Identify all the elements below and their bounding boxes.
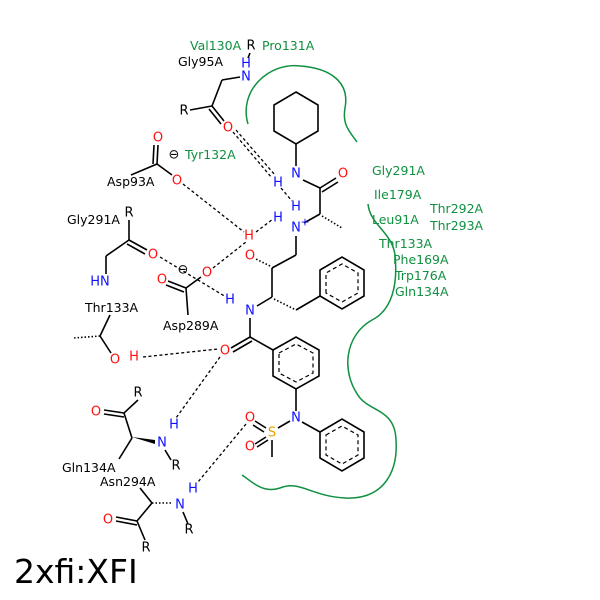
n-atom: N (175, 498, 185, 513)
o-atom: O (172, 174, 182, 189)
hydrophobic-contour-right (241, 203, 397, 499)
r-group: R (124, 206, 133, 221)
carbonyl-o-atom: O (220, 344, 230, 359)
residue-label-asp93a: Asp93A (107, 174, 155, 189)
structure-title: 2xfi:XFI (14, 552, 138, 591)
hbond-gly95a (232, 131, 273, 179)
residue-label-gln134a-hydrophobic: Gln134A (395, 284, 449, 299)
hn-atom: HN (90, 275, 110, 290)
amide-n-atom: N (245, 304, 255, 319)
s-atom: S (268, 426, 276, 441)
ammonium-n-atom: N (291, 221, 301, 236)
residue-label-ile179a: Ile179A (374, 187, 422, 202)
ligand-atoms: N H O N + H H O H N H O N S O O (220, 167, 348, 455)
hydroxyl-o-atom: O (245, 249, 255, 264)
residue-label-gly291a-hydrophobic: Gly291A (372, 163, 425, 178)
polar-residue-labels: Gly95A Asp93A Gly291A Asp289A Thr133A Gl… (62, 54, 223, 489)
hbond-gly291a (159, 256, 227, 298)
h-atom: H (273, 176, 283, 191)
hbond-asp93a (182, 183, 245, 233)
hbond-oh-nh (255, 218, 274, 233)
positive-charge-icon: + (300, 216, 309, 229)
residue-atoms: R H N R O O O ⊖ R O HN O O ⊖ O H R O N H… (90, 39, 255, 556)
cyclohexane-ring (273, 91, 319, 145)
residue-bonds (73, 52, 251, 541)
h-atom: H (225, 293, 235, 308)
hbond-asp289a (212, 241, 247, 269)
r-group: R (184, 523, 193, 538)
n-atom: N (241, 70, 251, 85)
o-atom: O (338, 167, 348, 182)
r-group: R (171, 459, 180, 474)
residue-label-pro131a: Pro131A (262, 38, 315, 53)
h-atom: H (188, 482, 198, 497)
r-group: R (141, 541, 150, 556)
hbond-gln134a (175, 356, 221, 419)
r-group: R (179, 104, 188, 119)
hydrophobic-residue-labels: Val130A Pro131A Tyr132A Gly291A Ile179A … (184, 38, 484, 299)
residue-label-tyr132a: Tyr132A (184, 147, 236, 162)
hydrogen-bonds (142, 129, 293, 483)
negative-charge-icon: ⊖ (169, 148, 180, 163)
residue-label-asn294a: Asn294A (100, 474, 156, 489)
phenyl-ring-3 (319, 418, 365, 472)
r-group: R (133, 386, 142, 401)
r-group: R (246, 39, 255, 54)
o-atom: O (148, 248, 158, 263)
ligand-bonds (230, 91, 365, 472)
negative-charge-icon: ⊖ (178, 263, 189, 278)
o-atom: O (110, 353, 120, 368)
h-atom: H (169, 418, 179, 433)
residue-label-thr293a: Thr293A (429, 218, 484, 233)
residue-label-thr133a-hydrophobic: Thr133A (378, 236, 433, 251)
phenyl-ring-1 (319, 256, 365, 310)
o-atom: O (91, 405, 101, 420)
hydrophobic-contour-top (245, 64, 358, 143)
hbond-asn294a (197, 423, 247, 483)
residue-label-thr292a: Thr292A (429, 201, 484, 216)
o-atom: O (245, 440, 255, 455)
residue-label-asp289a: Asp289A (163, 318, 219, 333)
residue-label-gly95a: Gly95A (178, 54, 223, 69)
residue-label-val130a: Val130A (190, 38, 242, 53)
sulfonamide-n-atom: N (291, 411, 301, 426)
amide-n-atom: N (291, 167, 301, 182)
residue-label-gly291a: Gly291A (67, 212, 120, 227)
benzene-ring-2 (272, 336, 320, 390)
o-atom: O (153, 131, 163, 146)
residue-label-thr133a: Thr133A (84, 300, 139, 315)
h-atom: H (273, 211, 283, 226)
n-atom: N (157, 436, 167, 451)
residue-label-phe169a: Phe169A (393, 252, 449, 267)
h-atom: H (291, 200, 301, 215)
o-atom: O (157, 273, 167, 288)
hbond-nh3 (280, 187, 293, 202)
o-atom: O (202, 266, 212, 281)
h-atom: H (129, 350, 139, 365)
hbond-thr133a (142, 348, 219, 358)
o-atom: O (245, 411, 255, 426)
h-atom: H (241, 57, 251, 72)
residue-label-gln134a: Gln134A (62, 460, 116, 475)
residue-label-trp176a: Trp176A (394, 268, 447, 283)
h-atom: H (244, 229, 254, 244)
o-atom: O (103, 513, 113, 528)
residue-label-leu91a: Leu91A (372, 212, 419, 227)
o-atom: O (223, 121, 233, 136)
